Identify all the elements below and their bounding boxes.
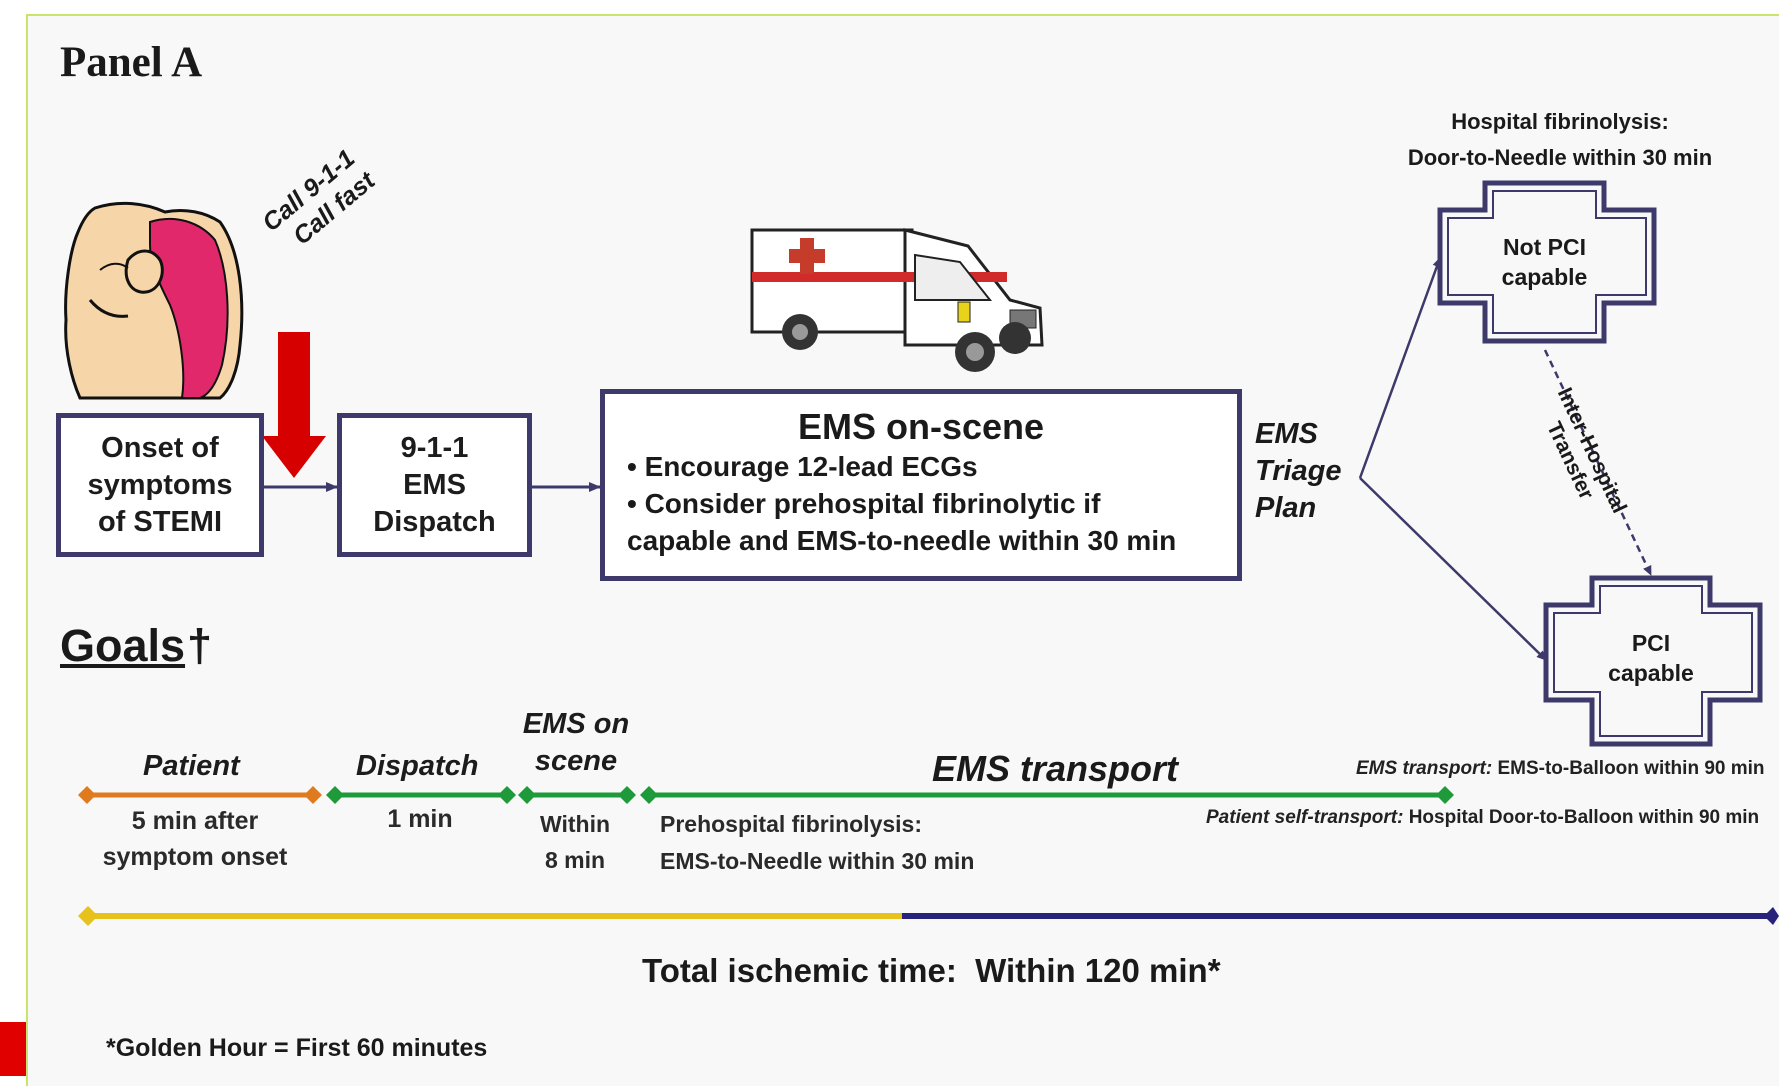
triage-line2: Triage (1255, 455, 1342, 487)
onset-box: Onset of symptoms of STEMI (56, 413, 264, 557)
timeline-ems-transport-line2: EMS-to-Needle within 30 min (660, 848, 975, 874)
timeline-ems-on-scene-line1: Within (539, 811, 611, 837)
arrow-inter-hospital-transfer (1543, 349, 1653, 576)
goals-heading-text: Goals (60, 620, 186, 671)
ems-onscene-box: EMS on-scene • Encourage 12-lead ECGs • … (600, 389, 1242, 581)
dispatch-box: 9-1-1 EMS Dispatch (337, 413, 532, 557)
timeline-patient-line2: symptom onset (102, 843, 288, 871)
hospital-fibrinolysis-line2: Door-to-Needle within 30 min (1407, 145, 1713, 170)
goals-timeline (78, 786, 1779, 926)
panel-title: Panel A (60, 39, 203, 86)
hospital-cross-frame-icon (1437, 180, 1763, 747)
timeline-dispatch-title: Dispatch (356, 750, 479, 782)
onset-box-text: Onset of symptoms of STEMI (87, 431, 233, 538)
arrow-triage-to-not-pci (1358, 257, 1442, 479)
timeline-ems-on-scene-title: EMS on scene (508, 706, 644, 780)
self-transport-note-text: Hospital Door-to-Balloon within 90 min (1403, 807, 1760, 828)
triage-line1: EMS (1255, 418, 1318, 450)
goals-dagger: † (187, 620, 213, 671)
red-down-arrow-icon (262, 332, 326, 478)
not-pci-capable-label: Not PCI capable (1501, 234, 1588, 290)
hospital-fibrinolysis-note: Hospital fibrinolysis: Door-to-Needle wi… (1380, 104, 1740, 176)
ems-transport-note-label: EMS transport: (1356, 758, 1493, 779)
ems-onscene-title: EMS on-scene (797, 406, 1045, 447)
ems-transport-note-text: EMS-to-Balloon within 90 min (1492, 758, 1765, 779)
timeline-dispatch-detail: 1 min (387, 805, 453, 833)
chest-pain-figure-icon (64, 201, 244, 400)
timeline-ems-transport-detail: Prehospital fibrinolysis: EMS-to-Needle … (660, 806, 974, 880)
goals-heading: Goals† (60, 620, 212, 672)
timeline-ems-on-scene-title1: EMS on (522, 708, 630, 740)
timeline-ems-transport-title: EMS transport (932, 748, 1179, 789)
ems-onscene-bullet-1: • Encourage 12-lead ECGs (627, 451, 978, 482)
timeline-patient-detail: 5 min after symptom onset (70, 803, 320, 875)
timeline-ems-on-scene-title2: scene (534, 745, 618, 777)
timeline-ems-on-scene-detail: Within 8 min (520, 806, 630, 878)
total-ischemic-time: Total ischemic time: Within 120 min* (642, 952, 1221, 989)
ems-transport-balloon-note: EMS transport: EMS-to-Balloon within 90 … (1356, 758, 1765, 780)
pci-capable-label: PCI capable (1608, 630, 1694, 686)
golden-hour-footnote: *Golden Hour = First 60 minutes (106, 1034, 488, 1062)
ambulance-icon (750, 228, 1044, 372)
red-corner-tab (0, 1022, 26, 1076)
timeline-ems-transport-line1: Prehospital fibrinolysis: (660, 811, 922, 837)
ems-onscene-bullet-2: • Consider prehospital fibrinolytic if (627, 488, 1101, 519)
dispatch-box-text: 9-1-1 EMS Dispatch (373, 431, 496, 538)
ems-triage-plan-label: EMS Triage Plan (1255, 416, 1342, 527)
timeline-ems-on-scene-line2: 8 min (544, 847, 606, 873)
arrow-triage-to-pci (1359, 477, 1547, 661)
timeline-patient-title: Patient (143, 750, 240, 782)
timeline-patient-line1: 5 min after (131, 807, 259, 835)
self-transport-balloon-note: Patient self-transport: Hospital Door-to… (1206, 807, 1759, 829)
triage-line3: Plan (1255, 492, 1317, 524)
ems-onscene-bullet-3: capable and EMS-to-needle within 30 min (627, 525, 1177, 556)
self-transport-note-label: Patient self-transport: (1206, 807, 1404, 828)
hospital-fibrinolysis-line1: Hospital fibrinolysis: (1451, 109, 1669, 134)
